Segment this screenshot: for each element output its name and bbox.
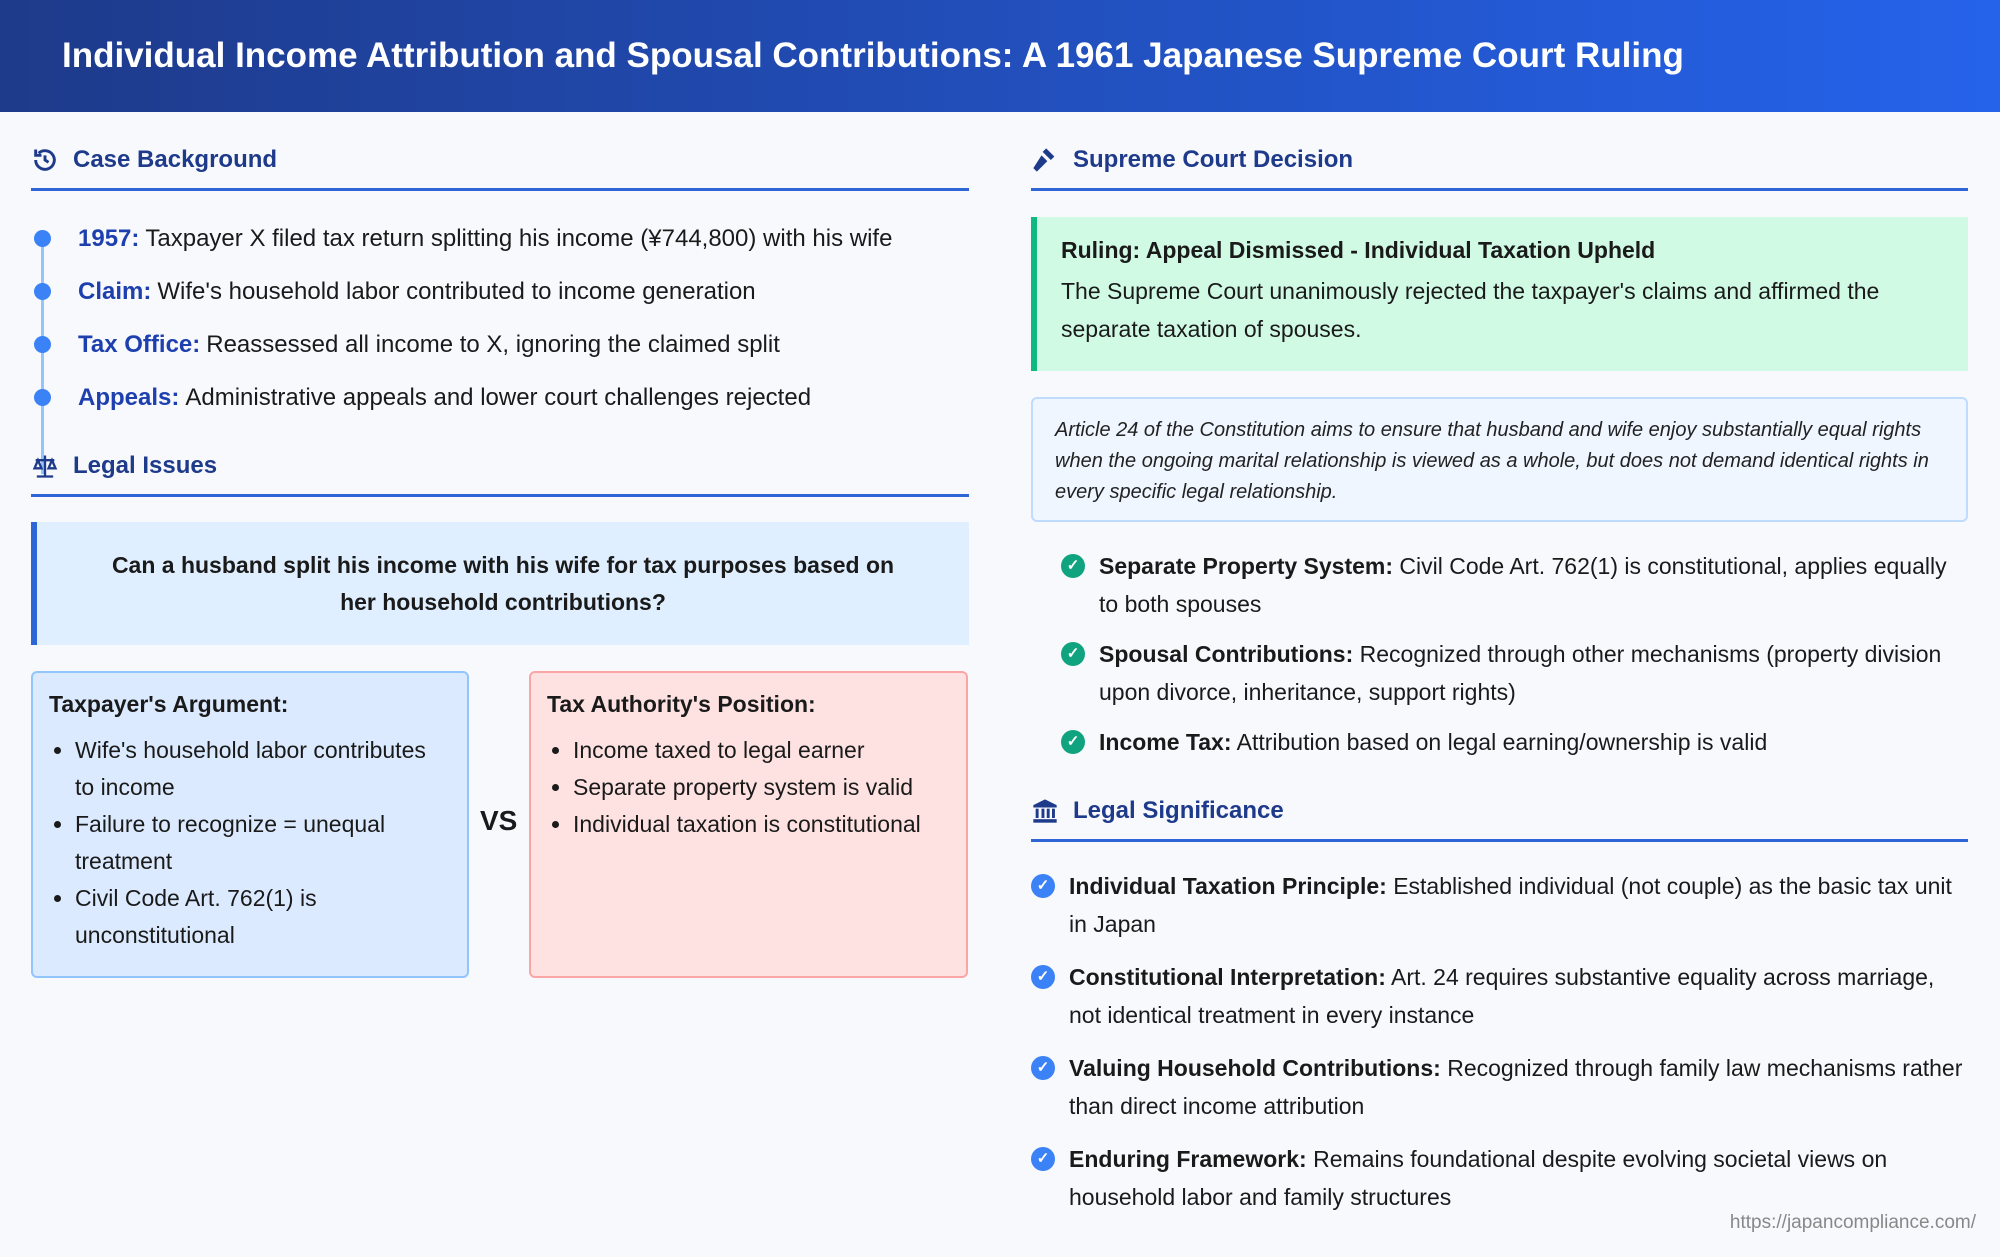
decision-point: ✓Separate Property System: Civil Code Ar… [1061, 547, 1961, 623]
source-url: https://japancompliance.com/ [1729, 1212, 1976, 1233]
vs-label: VS [480, 805, 518, 836]
gavel-icon [1033, 148, 1055, 172]
significance-list: ✓Individual Taxation Principle: Establis… [1031, 867, 1968, 1231]
decision-heading: Supreme Court Decision [1031, 146, 1968, 191]
decision-point: ✓Spousal Contributions: Recognized throu… [1061, 635, 1961, 711]
scale-icon [32, 455, 58, 478]
check-badge-icon: ✓ [1031, 965, 1055, 989]
check-badge-icon: ✓ [1031, 1056, 1055, 1080]
check-badge-icon: ✓ [1031, 1147, 1055, 1171]
significance-item: ✓Constitutional Interpretation: Art. 24 … [1031, 958, 1968, 1034]
timeline-item: Claim:Wife's household labor contributed… [31, 265, 969, 318]
significance-item: ✓Valuing Household Contributions: Recogn… [1031, 1049, 1968, 1125]
decision-point: ✓Income Tax: Attribution based on legal … [1061, 723, 1961, 761]
ruling-box: Ruling: Appeal Dismissed - Individual Ta… [1031, 217, 1968, 371]
case-background-heading: Case Background [31, 146, 969, 191]
significance-item: ✓Enduring Framework: Remains foundationa… [1031, 1140, 1968, 1216]
decision-points: ✓Separate Property System: Civil Code Ar… [1061, 547, 1961, 773]
timeline-item: Appeals:Administrative appeals and lower… [31, 371, 969, 424]
tax-authority-card: Tax Authority's Position: Income taxed t… [529, 671, 968, 978]
taxpayer-argument-card: Taxpayer's Argument: Wife's household la… [31, 671, 469, 978]
constitution-quote: Article 24 of the Constitution aims to e… [1031, 397, 1968, 522]
landmark-icon [1033, 799, 1057, 823]
check-badge-icon: ✓ [1031, 874, 1055, 898]
significance-item: ✓Individual Taxation Principle: Establis… [1031, 867, 1968, 943]
legal-question: Can a husband split his income with his … [31, 522, 969, 645]
legal-issues-heading: Legal Issues [31, 452, 969, 497]
check-circle-icon: ✓ [1061, 642, 1085, 666]
check-circle-icon: ✓ [1061, 554, 1085, 578]
page-title: Individual Income Attribution and Spousa… [62, 36, 1684, 75]
significance-heading: Legal Significance [1031, 797, 1968, 842]
history-icon [34, 149, 56, 171]
timeline-item: 1957:Taxpayer X filed tax return splitti… [31, 212, 969, 265]
timeline: 1957:Taxpayer X filed tax return splitti… [31, 212, 969, 474]
timeline-item: Tax Office:Reassessed all income to X, i… [31, 318, 969, 371]
check-circle-icon: ✓ [1061, 730, 1085, 754]
page-header: Individual Income Attribution and Spousa… [0, 0, 2000, 112]
